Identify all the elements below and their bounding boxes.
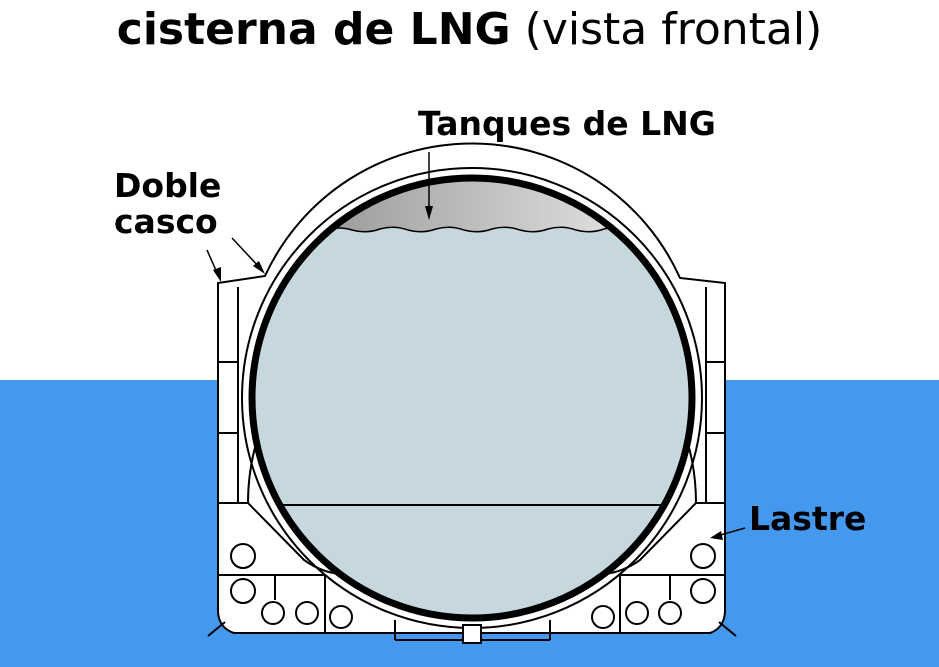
lng-tank [252,178,692,618]
ballast-openings [230,543,716,629]
page-title: cisterna de LNG (vista frontal) [0,4,939,55]
label-double-hull-line1: Doble [114,166,222,205]
title-sub: (vista frontal) [524,4,823,55]
bilge-keel-left [207,621,226,637]
bilge-keel-right [718,621,737,637]
label-ballast: Lastre [749,499,867,538]
side-structure [218,287,725,503]
label-tanks: Tanques de LNG [418,104,716,143]
leader-arrows [206,152,746,540]
liquid-surface [319,226,629,233]
tank-wall [248,174,696,622]
keel [462,624,482,644]
title-main: cisterna de LNG [116,4,511,55]
label-double-hull-line2: casco [114,202,218,241]
